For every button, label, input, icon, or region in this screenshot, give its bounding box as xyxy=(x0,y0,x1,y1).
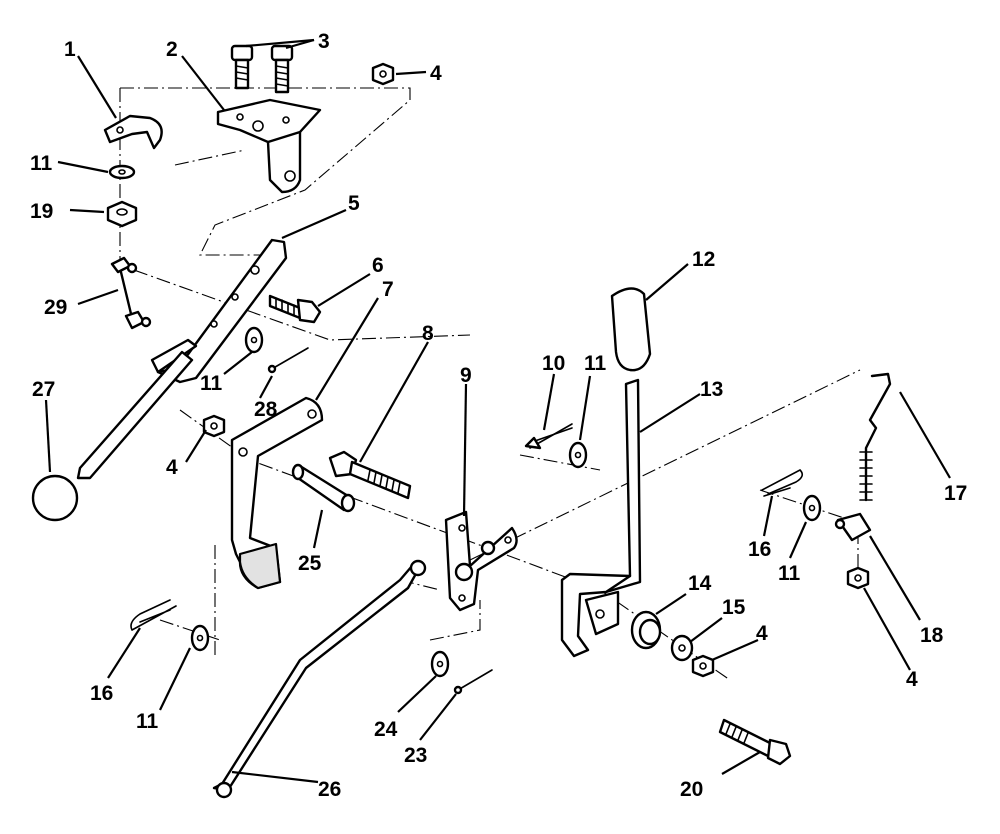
part-29-link xyxy=(110,256,152,330)
part-11-washer-right xyxy=(802,494,822,522)
part-11-washer-lever xyxy=(244,326,264,354)
leader-lines xyxy=(44,38,951,784)
callout-8: 8 xyxy=(422,322,434,345)
part-16-hairpin-right xyxy=(761,469,804,497)
part-7-plate xyxy=(230,396,324,590)
callout-labels: 1 2 3 4 4 4 4 5 6 7 8 9 10 11 11 11 11 1… xyxy=(30,30,967,801)
part-2-bracket xyxy=(216,98,322,194)
part-20-bolt xyxy=(718,718,792,766)
part-10-clevis-pin xyxy=(524,423,573,450)
part-28-cotter-pin xyxy=(267,347,309,374)
part-25-spacer xyxy=(291,463,356,513)
assembly-axis-lines xyxy=(119,87,861,681)
part-4-nut-far-right xyxy=(846,566,870,590)
part-11-washer-bottom-left xyxy=(190,624,210,652)
callout-11-right: 11 xyxy=(778,562,801,585)
part-4-nut-mid xyxy=(202,414,226,438)
callout-5: 5 xyxy=(348,192,360,215)
part-27-knob xyxy=(31,474,79,522)
callout-11-pin: 11 xyxy=(584,352,607,375)
part-14-bushing xyxy=(630,610,662,650)
callout-3: 3 xyxy=(318,30,330,53)
part-4-nut-top xyxy=(371,62,395,86)
callout-9: 9 xyxy=(460,364,472,387)
part-13-handle xyxy=(560,378,642,658)
part-18-trunnion xyxy=(834,512,872,542)
callout-4-far-right: 4 xyxy=(906,668,918,691)
callout-2: 2 xyxy=(166,38,178,61)
callout-4-right: 4 xyxy=(756,622,768,645)
part-17-adjuster-rod xyxy=(859,372,892,502)
callout-11-bottom-left: 11 xyxy=(136,710,159,733)
part-6-bolt xyxy=(268,294,322,324)
part-8-long-bolt xyxy=(328,450,412,500)
part-26-lift-rod xyxy=(212,559,427,799)
part-11-washer-top xyxy=(108,164,136,180)
callout-15: 15 xyxy=(722,596,746,619)
callout-19: 19 xyxy=(30,200,53,223)
part-16-hairpin-left xyxy=(130,599,177,631)
callout-4-mid: 4 xyxy=(166,456,178,479)
callout-6: 6 xyxy=(372,254,384,277)
callout-26: 26 xyxy=(318,778,341,801)
part-24-washer xyxy=(430,650,450,678)
callout-25: 25 xyxy=(298,552,322,575)
callout-14: 14 xyxy=(688,572,712,595)
part-11-washer-pin xyxy=(568,441,588,469)
part-3-bolts xyxy=(230,44,294,94)
callout-18: 18 xyxy=(920,624,944,647)
part-9-pivot-plate xyxy=(444,510,518,612)
callout-10: 10 xyxy=(542,352,565,375)
part-23-cotter-pin xyxy=(453,669,493,695)
callout-11-lever: 11 xyxy=(200,372,223,395)
callout-23: 23 xyxy=(404,744,427,767)
part-19-nut xyxy=(106,200,138,228)
callout-12: 12 xyxy=(692,248,715,271)
part-15-washer xyxy=(670,634,694,662)
callout-28: 28 xyxy=(254,398,278,421)
part-4-nut-right xyxy=(691,654,715,678)
callout-20: 20 xyxy=(680,778,703,801)
part-5-lift-arm xyxy=(76,238,288,480)
callout-4-top: 4 xyxy=(430,62,442,85)
callout-7: 7 xyxy=(382,278,394,301)
part-1-clip xyxy=(103,114,163,150)
callout-16-left: 16 xyxy=(90,682,113,705)
callout-11-top: 11 xyxy=(30,152,53,175)
callout-17: 17 xyxy=(944,482,967,505)
callout-27: 27 xyxy=(32,378,55,401)
part-12-grip xyxy=(610,287,652,372)
callout-16-right: 16 xyxy=(748,538,771,561)
callout-1: 1 xyxy=(64,38,76,61)
callout-29: 29 xyxy=(44,296,67,319)
callout-24: 24 xyxy=(374,718,398,741)
callout-13: 13 xyxy=(700,378,723,401)
